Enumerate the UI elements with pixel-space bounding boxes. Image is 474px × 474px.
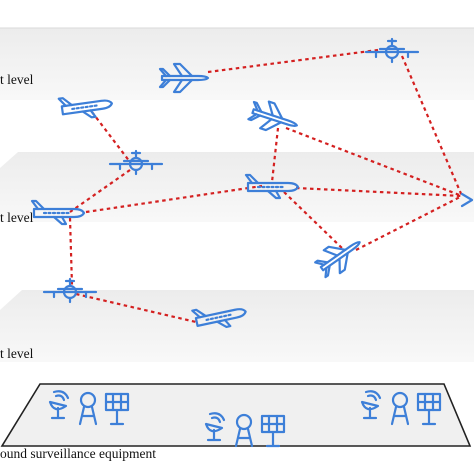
communication-links — [68, 48, 464, 324]
airplane-icon — [311, 229, 369, 283]
solar-panel-icon — [104, 392, 130, 426]
link — [91, 111, 131, 163]
satellite-dish-icon — [360, 390, 382, 420]
ground-equipment-group — [48, 390, 130, 426]
link — [285, 126, 463, 198]
link — [207, 48, 379, 74]
middle-level-layer — [0, 152, 474, 222]
lower-level-label: t level — [0, 346, 34, 361]
radar-tower-icon — [390, 391, 410, 426]
link — [68, 217, 74, 287]
upper-level-label: t level — [0, 72, 34, 87]
airplane-icon — [245, 96, 303, 140]
lower-level-layer — [0, 290, 474, 362]
link — [69, 169, 131, 213]
radar-tower-icon — [78, 391, 98, 426]
ground-equipment-label: ound surveillance equipment — [0, 446, 156, 461]
ground-equipment-group — [204, 412, 286, 448]
satellite-dish-icon — [204, 412, 226, 442]
solar-panel-icon — [260, 414, 286, 448]
upper-level-layer — [0, 27, 474, 100]
satellite-dish-icon — [48, 390, 70, 420]
link — [400, 55, 464, 197]
middle-level-label: t level — [0, 210, 34, 225]
airplane-icon — [460, 192, 474, 208]
ground-layer — [0, 383, 472, 447]
link — [85, 184, 263, 214]
ground-equipment-group — [360, 390, 442, 426]
solar-panel-icon — [416, 392, 442, 426]
link — [270, 127, 280, 183]
link — [355, 195, 463, 251]
radar-tower-icon — [234, 413, 254, 448]
